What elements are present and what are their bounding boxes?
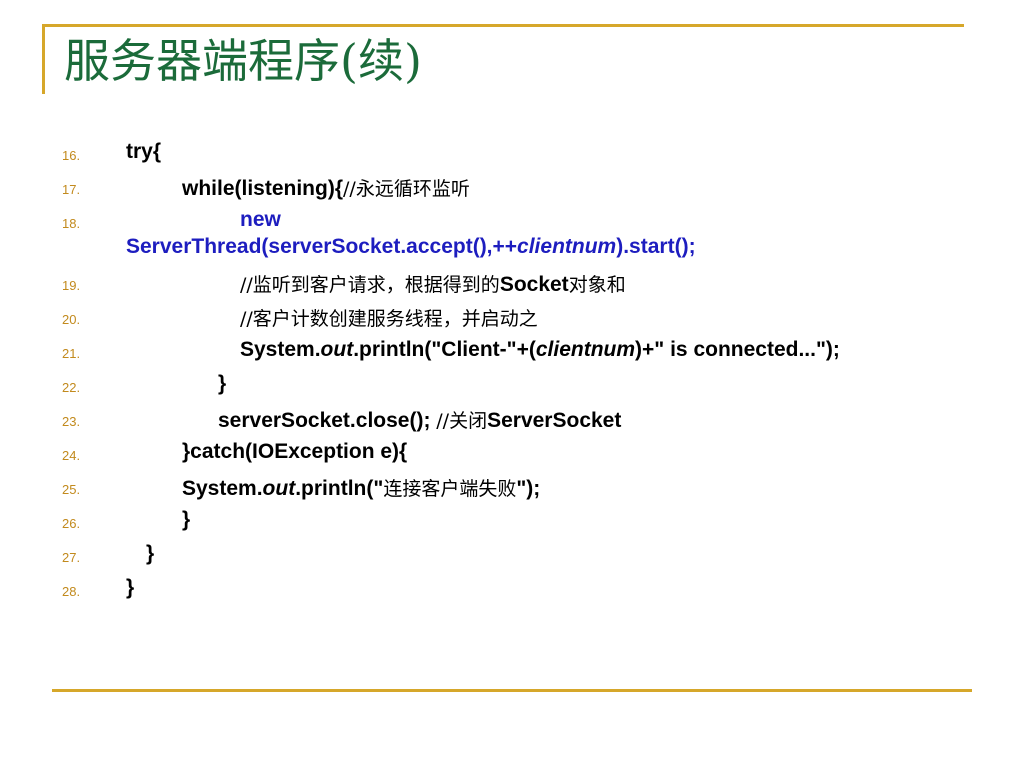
- line-number: 20.: [62, 312, 81, 327]
- code-text: }: [182, 508, 191, 531]
- code-line-28: 28. }: [0, 576, 1024, 610]
- code-text: System.out.println("连接客户端失败");: [182, 477, 541, 500]
- code-text: ServerThread(serverSocket.accept(),++cli…: [126, 235, 696, 258]
- code-line-23: 23. serverSocket.close(); //关闭ServerSock…: [0, 406, 1024, 440]
- code-comment: //永远循环监听: [343, 178, 470, 200]
- line-number: 18.: [62, 216, 81, 231]
- line-number: 28.: [62, 584, 81, 599]
- line-number: 27.: [62, 550, 81, 565]
- line-number: 17.: [62, 182, 81, 197]
- code-text: //客户计数创建服务线程，并启动之: [240, 308, 538, 330]
- line-number: 19.: [62, 278, 81, 293]
- code-keyword-new: new: [240, 208, 281, 231]
- code-line-17: 17. while(listening){//永远循环监听: [0, 174, 1024, 208]
- code-text: }: [126, 576, 135, 599]
- code-text: try{: [126, 140, 162, 163]
- code-line-27: 27. }: [0, 542, 1024, 576]
- code-text: System.out.println("Client-"+(clientnum)…: [240, 338, 840, 361]
- code-line-19: 19. //监听到客户请求，根据得到的Socket对象和: [0, 270, 1024, 304]
- code-line-20: 20. //客户计数创建服务线程，并启动之: [0, 304, 1024, 338]
- code-line-16: 16. try{: [0, 140, 1024, 174]
- code-line-18: 18. new ServerThread(serverSocket.accept…: [0, 208, 1024, 264]
- code-text: }: [218, 372, 227, 395]
- code-line-26: 26. }: [0, 508, 1024, 542]
- code-text: serverSocket.close(); //关闭ServerSocket: [218, 409, 622, 432]
- top-rule: [42, 24, 964, 27]
- code-line-22: 22. }: [0, 372, 1024, 406]
- line-number: 24.: [62, 448, 81, 463]
- line-number: 26.: [62, 516, 81, 531]
- line-number: 21.: [62, 346, 81, 361]
- code-line-24: 24. }catch(IOException e){: [0, 440, 1024, 474]
- code-text: }: [146, 542, 155, 565]
- code-line-21: 21. System.out.println("Client-"+(client…: [0, 338, 1024, 372]
- line-number: 23.: [62, 414, 81, 429]
- line-number: 16.: [62, 148, 81, 163]
- bottom-rule: [52, 689, 972, 692]
- slide-title: 服务器端程序(续): [64, 34, 422, 88]
- code-text: }catch(IOException e){: [182, 440, 408, 463]
- code-line-25: 25. System.out.println("连接客户端失败");: [0, 474, 1024, 508]
- left-rule: [42, 24, 45, 94]
- code-text: //监听到客户请求，根据得到的Socket对象和: [240, 273, 626, 296]
- code-text: while(listening){//永远循环监听: [182, 177, 470, 200]
- line-number: 25.: [62, 482, 81, 497]
- line-number: 22.: [62, 380, 81, 395]
